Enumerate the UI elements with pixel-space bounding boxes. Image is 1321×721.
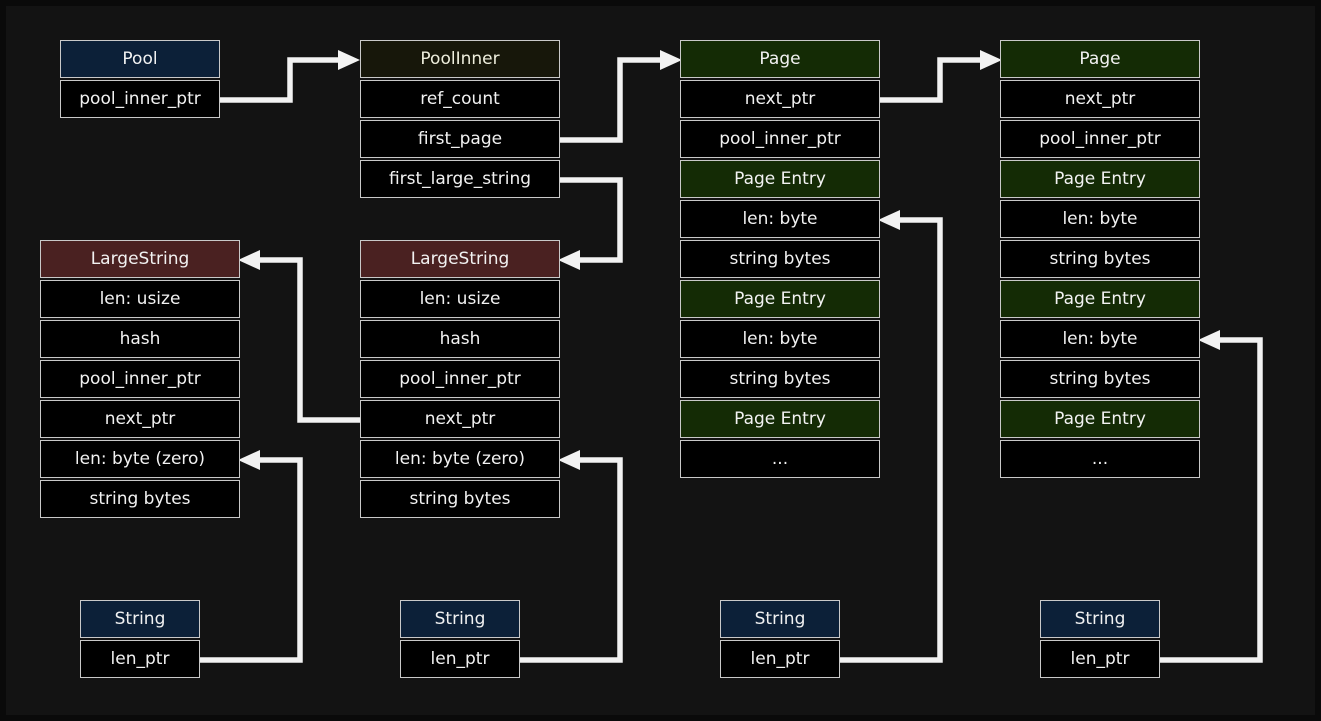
node-row-ellipsis: ...: [1000, 440, 1200, 478]
node-row-len-byte-zero: len: byte (zero): [360, 440, 560, 478]
arrow-firstpage-to-page1: [560, 57, 662, 143]
node-row-ellipsis: ...: [680, 440, 880, 478]
arrow-pool-to-poolinner: [220, 57, 340, 103]
node-string-header: String: [400, 600, 520, 638]
arrowhead-string2-lenptr-to-largestring2-len: [558, 450, 580, 470]
arrowhead-firstpage-to-page1: [660, 50, 682, 70]
node-row-page-entry: Page Entry: [1000, 280, 1200, 318]
node-string-header: String: [720, 600, 840, 638]
node-string-header: String: [1040, 600, 1160, 638]
node-row-hash: hash: [360, 320, 560, 358]
node-row-len-usize: len: usize: [40, 280, 240, 318]
node-row-len-byte: len: byte: [680, 200, 880, 238]
node-row-len-ptr: len_ptr: [720, 640, 840, 678]
node-row-pool-inner-ptr: pool_inner_ptr: [680, 120, 880, 158]
node-row-pool-inner-ptr: pool_inner_ptr: [1000, 120, 1200, 158]
node-row-len-byte: len: byte: [1000, 320, 1200, 358]
node-page-1: Page next_ptr pool_inner_ptr Page Entry …: [680, 40, 880, 478]
node-row-first-large-string: first_large_string: [360, 160, 560, 198]
arrow-page1-next-to-page2: [880, 57, 982, 103]
node-large-string-header: LargeString: [360, 240, 560, 278]
node-pool-inner: PoolInner ref_count first_page first_lar…: [360, 40, 560, 198]
node-row-string-bytes: string bytes: [1000, 360, 1200, 398]
node-row-len-byte: len: byte: [680, 320, 880, 358]
node-row-string-bytes: string bytes: [360, 480, 560, 518]
node-row-len-byte: len: byte: [1000, 200, 1200, 238]
node-page-2: Page next_ptr pool_inner_ptr Page Entry …: [1000, 40, 1200, 478]
arrowhead-page1-next-to-page2: [980, 50, 1002, 70]
node-row-len-byte-zero: len: byte (zero): [40, 440, 240, 478]
node-row-pool-inner-ptr: pool_inner_ptr: [360, 360, 560, 398]
node-row-string-bytes: string bytes: [680, 240, 880, 278]
node-row-page-entry: Page Entry: [680, 280, 880, 318]
node-pool-inner-header: PoolInner: [360, 40, 560, 78]
node-row-hash: hash: [40, 320, 240, 358]
node-row-pool-inner-ptr: pool_inner_ptr: [60, 80, 220, 118]
node-row-string-bytes: string bytes: [1000, 240, 1200, 278]
node-row-len-ptr: len_ptr: [1040, 640, 1160, 678]
node-row-ref-count: ref_count: [360, 80, 560, 118]
node-row-first-page: first_page: [360, 120, 560, 158]
node-row-next-ptr: next_ptr: [1000, 80, 1200, 118]
node-row-page-entry: Page Entry: [680, 400, 880, 438]
node-large-string-1: LargeString len: usize hash pool_inner_p…: [40, 240, 240, 518]
node-string-header: String: [80, 600, 200, 638]
node-page-header: Page: [680, 40, 880, 78]
node-row-next-ptr: next_ptr: [360, 400, 560, 438]
node-row-page-entry: Page Entry: [680, 160, 880, 198]
node-string-2: String len_ptr: [400, 600, 520, 678]
arrowhead-firstlargestring-to-largestring2: [558, 250, 580, 270]
node-row-pool-inner-ptr: pool_inner_ptr: [40, 360, 240, 398]
node-row-len-ptr: len_ptr: [400, 640, 520, 678]
node-string-4: String len_ptr: [1040, 600, 1160, 678]
arrow-firstlargestring-to-largestring2: [560, 177, 623, 263]
arrow-largestring2-next-to-largestring1: [258, 257, 360, 423]
arrowhead-string4-lenptr-to-page2-len: [1198, 330, 1220, 350]
node-row-len-ptr: len_ptr: [80, 640, 200, 678]
node-pool: Pool pool_inner_ptr: [60, 40, 220, 118]
node-large-string-2: LargeString len: usize hash pool_inner_p…: [360, 240, 560, 518]
node-row-next-ptr: next_ptr: [680, 80, 880, 118]
node-row-page-entry: Page Entry: [1000, 160, 1200, 198]
node-row-string-bytes: string bytes: [680, 360, 880, 398]
node-large-string-header: LargeString: [40, 240, 240, 278]
node-row-next-ptr: next_ptr: [40, 400, 240, 438]
node-string-3: String len_ptr: [720, 600, 840, 678]
node-row-len-usize: len: usize: [360, 280, 560, 318]
node-row-page-entry: Page Entry: [1000, 400, 1200, 438]
node-string-1: String len_ptr: [80, 600, 200, 678]
node-pool-header: Pool: [60, 40, 220, 78]
arrowhead-largestring2-next-to-largestring1: [238, 250, 260, 270]
node-row-string-bytes: string bytes: [40, 480, 240, 518]
arrowhead-pool-to-poolinner: [338, 50, 360, 70]
arrowhead-string1-lenptr-to-largestring1-len: [238, 450, 260, 470]
node-page-header: Page: [1000, 40, 1200, 78]
arrowhead-string3-lenptr-to-page1-len: [878, 210, 900, 230]
